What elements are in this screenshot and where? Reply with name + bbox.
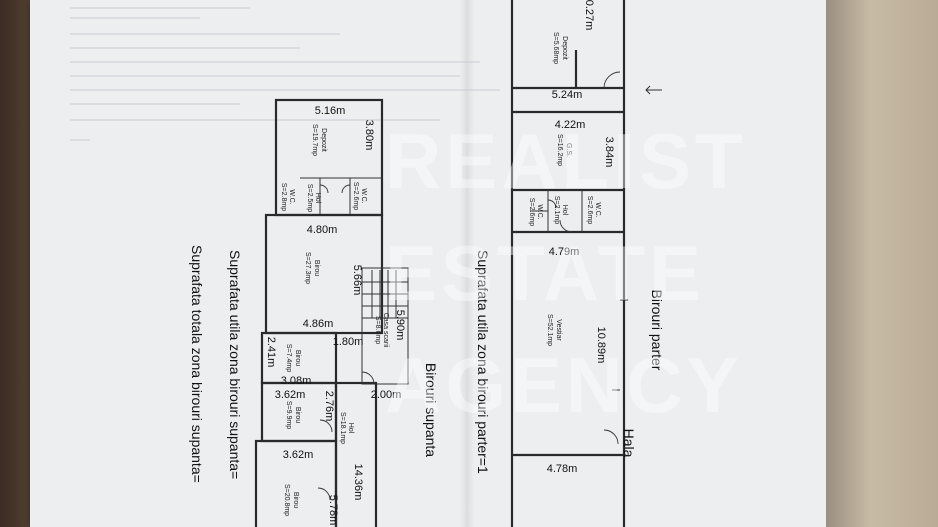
supanta-room-birou-mid: Birou S=9.9mp bbox=[285, 401, 301, 429]
paper-sheet bbox=[30, 0, 830, 527]
supanta-room-birou-large: Birou S=20.8mp bbox=[283, 484, 299, 516]
parter-room-hol: Hol S=2.1mp bbox=[553, 196, 568, 224]
parter-room-depozit: Depozit S=5.68mp bbox=[552, 32, 568, 64]
svg-text:ESTATE: ESTATE bbox=[385, 229, 705, 317]
svg-text:Hol: Hol bbox=[561, 205, 568, 216]
svg-text:S=2.6mp: S=2.6mp bbox=[352, 182, 359, 210]
svg-text:S=19.7mp: S=19.7mp bbox=[311, 124, 318, 156]
svg-text:S=27.3mp: S=27.3mp bbox=[304, 252, 311, 284]
parter-dim-4-22: 4.22m bbox=[555, 119, 586, 131]
parter-room-wc-b: W.C. S=2.6mp bbox=[586, 196, 601, 224]
supanta-dim-4-86: 4.86m bbox=[303, 318, 334, 330]
parter-dim-3-84: 3.84m bbox=[603, 137, 615, 168]
supanta-room-casa-scarii: Casa scarii S=8.6mp bbox=[374, 313, 389, 348]
svg-text:W.C.: W.C. bbox=[536, 204, 543, 219]
supanta-dim-1-80: 1.80m bbox=[333, 336, 364, 348]
supanta-room-birou-small: Birou S=7.4mp bbox=[285, 344, 301, 372]
desk-background-right bbox=[826, 0, 938, 527]
svg-text:S=18.1mp: S=18.1mp bbox=[339, 412, 346, 444]
svg-text:S=16.2mp: S=16.2mp bbox=[556, 134, 563, 166]
svg-text:G.S.: G.S. bbox=[565, 143, 572, 157]
svg-text:Casa scarii: Casa scarii bbox=[382, 313, 389, 348]
supanta-dim-5-16: 5.16m bbox=[315, 105, 346, 117]
supanta-room-birou-main: Birou S=27.3mp bbox=[304, 252, 320, 284]
svg-text:W.C.: W.C. bbox=[594, 202, 601, 217]
stair-treads bbox=[362, 270, 408, 319]
svg-text:AGENCY: AGENCY bbox=[385, 341, 743, 429]
svg-text:S=2.1mp: S=2.1mp bbox=[553, 196, 560, 224]
supanta-dim-2-00: 2.00m bbox=[371, 389, 402, 401]
svg-text:S=7.4mp: S=7.4mp bbox=[285, 344, 292, 372]
svg-text:Birou: Birou bbox=[294, 407, 301, 423]
supanta-dim-5-78: 5.78m bbox=[327, 495, 339, 526]
parter-room-vestiar: Vestiar S=52.1mp bbox=[546, 314, 562, 346]
supanta-title: Birouri supanta bbox=[423, 363, 439, 457]
svg-text:S=8.6mp: S=8.6mp bbox=[374, 316, 381, 344]
plan-supanta bbox=[254, 98, 409, 527]
svg-text:Birou: Birou bbox=[294, 350, 301, 366]
svg-text:S=2.8mp: S=2.8mp bbox=[280, 183, 287, 211]
svg-text:W.C.: W.C. bbox=[360, 188, 367, 203]
svg-text:Hol: Hol bbox=[347, 423, 354, 434]
svg-text:S=9.9mp: S=9.9mp bbox=[285, 401, 292, 429]
svg-text:Vestiar: Vestiar bbox=[555, 319, 562, 341]
parter-title: Birouri parter bbox=[649, 290, 665, 371]
paper-fold bbox=[460, 0, 474, 527]
svg-text:S=5.68mp: S=5.68mp bbox=[552, 32, 559, 64]
supanta-room-hol-b: Hol S=18.1mp bbox=[339, 412, 354, 444]
supanta-dim-3-80: 3.80m bbox=[363, 120, 375, 151]
watermark: REALIST ESTATE AGENCY bbox=[385, 117, 747, 429]
parter-dim-10-27: 10.27m bbox=[583, 0, 595, 30]
svg-text:S=2.6mp: S=2.6mp bbox=[586, 196, 593, 224]
supanta-summary-utila: Suprafata utila zona birouri supanta= bbox=[227, 250, 243, 479]
plan-parter bbox=[510, 0, 662, 527]
svg-text:S=20.8mp: S=20.8mp bbox=[283, 484, 290, 516]
svg-text:Hol: Hol bbox=[314, 193, 321, 204]
supanta-dim-14-36: 14.36m bbox=[352, 464, 364, 501]
supanta-dim-5-90: 5.90m bbox=[394, 310, 406, 341]
svg-text:REALIST: REALIST bbox=[385, 117, 747, 205]
supanta-room-wc-b: W.C. S=2.8mp bbox=[280, 183, 295, 211]
supanta-room-depozit: Depozit S=19.7mp bbox=[311, 124, 327, 156]
svg-text:S=2.6mp: S=2.6mp bbox=[528, 198, 535, 226]
supanta-summary-totala: Suprafata totala zona birouri supanta= bbox=[189, 245, 205, 483]
supanta-dim-3-62-a: 3.62m bbox=[275, 389, 306, 401]
svg-text:S=2.5mp: S=2.5mp bbox=[306, 184, 313, 212]
parter-dim-4-78: 4.78m bbox=[547, 463, 578, 475]
parter-hala-label: Hala bbox=[621, 429, 637, 458]
supanta-dim-2-76: 2.76m bbox=[323, 391, 335, 422]
supanta-dim-3-08: 3.08m bbox=[281, 375, 312, 387]
svg-text:Depozit: Depozit bbox=[561, 36, 568, 60]
parter-summary: Suprafata utila zona birouri parter=1 bbox=[475, 250, 491, 474]
svg-text:Birou: Birou bbox=[292, 492, 299, 508]
supanta-dim-5-66: 5.66m bbox=[351, 265, 363, 296]
supanta-room-hol-a: Hol S=2.5mp bbox=[306, 184, 321, 212]
svg-text:Birou: Birou bbox=[313, 260, 320, 276]
parter-dim-4-79: 4.79m bbox=[549, 246, 580, 258]
parter-room-gs: G.S. S=16.2mp bbox=[556, 134, 572, 166]
supanta-dim-3-62-b: 3.62m bbox=[283, 449, 314, 461]
parter-dim-5-24: 5.24m bbox=[552, 89, 583, 101]
svg-text:S=52.1mp: S=52.1mp bbox=[546, 314, 553, 346]
supanta-dim-2-41: 2.41m bbox=[265, 337, 277, 368]
parter-dim-10-89: 10.89m bbox=[595, 327, 607, 364]
svg-text:W.C.: W.C. bbox=[288, 189, 295, 204]
parter-room-wc-a: W.C. S=2.6mp bbox=[528, 198, 543, 226]
supanta-room-wc-a: W.C. S=2.6mp bbox=[352, 182, 367, 210]
svg-text:Depozit: Depozit bbox=[320, 128, 327, 152]
supanta-dim-4-80: 4.80m bbox=[307, 224, 338, 236]
faint-header-lines bbox=[70, 7, 500, 141]
